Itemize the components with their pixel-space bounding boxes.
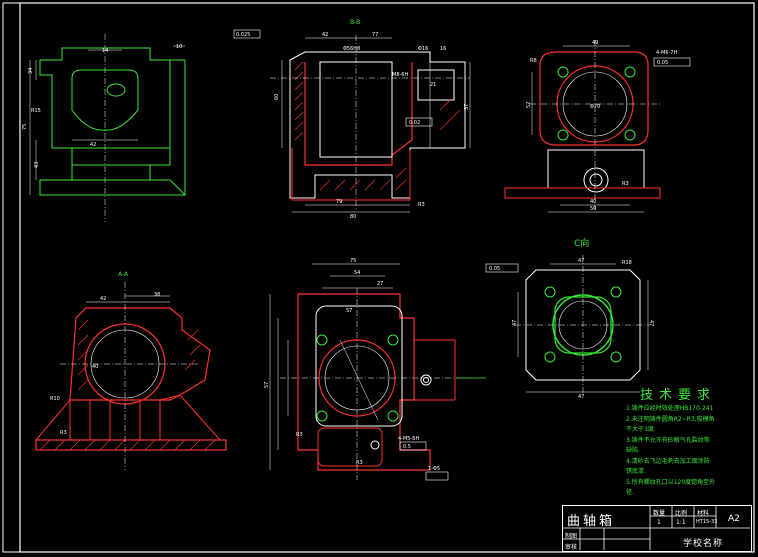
- dim-16: 16: [440, 46, 446, 52]
- drawing-frame: [19, 2, 755, 553]
- dim-phi70: Φ70: [590, 104, 600, 110]
- tech-line-4: 3.铸件不允许有砂眼气孔裂纹等: [626, 436, 710, 444]
- dim-42-aa: 42: [100, 296, 106, 302]
- tech-line-3: 不大于3度.: [626, 426, 656, 433]
- tech-line-8: 5.所有螺纹孔口以120度锪角至外: [626, 478, 716, 486]
- dim-4m6: 4-M6-7H: [656, 50, 677, 56]
- tech-line-9: 径.: [626, 489, 634, 496]
- side-view: [504, 40, 691, 213]
- header-material: 材料: [697, 510, 710, 517]
- dim-80: 80: [350, 214, 356, 220]
- dim-1phi5: 1-Φ5: [428, 466, 440, 472]
- dim-r75: R3: [296, 432, 303, 438]
- dim-42b: 42: [322, 32, 328, 38]
- dim-r8: R8: [530, 58, 537, 64]
- header-qty: 数量: [653, 510, 666, 517]
- tech-line-7: 锈底漆.: [626, 468, 646, 475]
- qty-value: 1: [657, 519, 661, 526]
- dim-phi16: Φ16: [418, 46, 428, 52]
- dim-r5-aa: R3: [60, 430, 67, 436]
- title-block-grid: [562, 505, 750, 550]
- view-c-label: C向: [574, 237, 589, 249]
- dim-67: 47: [648, 320, 654, 326]
- dim-43: 43: [34, 162, 40, 168]
- tech-title: 技术要求: [640, 388, 717, 403]
- checked-label: 审核: [565, 544, 578, 551]
- dim-49: 49: [592, 40, 598, 46]
- dim-21: 21: [430, 82, 436, 88]
- part-name: 曲轴箱: [567, 514, 616, 529]
- tolerance-05: 0.5: [403, 444, 411, 450]
- sheet-size: A2: [728, 514, 740, 524]
- dim-38-aa: 38: [154, 292, 160, 298]
- dim-m8: M8-6H: [392, 72, 408, 78]
- technical-requirements: 技术要求 1.铸件应经时效处理HB170-241 2.未注明铸件圆角R2~R3,…: [626, 388, 754, 499]
- section-bb-view: B-B: [233, 19, 471, 213]
- dim-phi56h8: Φ56H8: [343, 46, 360, 52]
- dim-75: 75: [22, 124, 28, 130]
- dim-14: 14: [102, 48, 108, 54]
- material-value: HT15-33: [696, 519, 718, 525]
- dim-79: 79: [336, 199, 342, 205]
- dim-47-c-left: 47: [512, 320, 518, 326]
- tolerance-005-c: 0.05: [489, 266, 500, 272]
- dim-47-c-bottom: 47: [578, 394, 584, 400]
- dim-77: 77: [372, 32, 378, 38]
- dim-r18: R18: [622, 260, 632, 266]
- dim-37: 37: [464, 104, 470, 110]
- drawn-label: 制图: [565, 533, 578, 540]
- dim-r10-aa: R10: [50, 396, 60, 402]
- dim-52: 52: [526, 102, 532, 108]
- tech-line-2: 2.未注明铸件圆角R2~R3,拔模角: [626, 415, 715, 423]
- title-block: 曲轴箱 数量 比例 材料 1 1:1 HT15-33 A2 制图 审核 学校名称: [562, 505, 752, 552]
- tolerance-0025: 0.025: [236, 32, 250, 38]
- tech-line-6: 4.清砂去飞边毛刺去加工面涂防: [626, 457, 710, 465]
- view-c: C向: [485, 237, 650, 395]
- dim-phi-aa: 40: [92, 364, 98, 370]
- top-view: [269, 263, 486, 481]
- dim-75-top: 75: [350, 258, 356, 264]
- dim-r3-side: R3: [622, 181, 629, 187]
- tech-line-1: 1.铸件应经时效处理HB170-241: [626, 405, 714, 412]
- dim-4m5: 4-M5-6H: [398, 436, 419, 442]
- section-aa-view: A-A: [35, 271, 227, 470]
- dim-54: 54: [354, 270, 360, 276]
- dim-27: 27: [377, 281, 383, 287]
- tolerance-005: 0.05: [657, 60, 668, 66]
- section-bb-label: B-B: [350, 19, 360, 26]
- dim-r3-top: R3: [356, 460, 363, 466]
- header-scale: 比例: [675, 510, 688, 517]
- tolerance-002: 0.02: [409, 120, 420, 126]
- dim-50: 50: [590, 206, 596, 212]
- dim-42: 42: [90, 142, 96, 148]
- dim-106: 57: [264, 382, 270, 388]
- dim-r15: R15: [31, 108, 41, 114]
- dim-r3: R3: [418, 202, 425, 208]
- dim-34: 34: [28, 68, 34, 74]
- scale-value: 1:1: [676, 519, 686, 526]
- dim-40: 40: [590, 199, 596, 205]
- section-aa-label: A-A: [118, 271, 129, 278]
- dim-60: 60: [274, 94, 280, 100]
- school-name: 学校名称: [683, 539, 724, 549]
- front-view: [29, 34, 187, 222]
- tech-line-5: 缺陷.: [626, 447, 640, 454]
- dim-47-c: 47: [578, 258, 584, 264]
- dim-10: 10: [176, 44, 182, 50]
- dim-57: 57: [346, 308, 352, 314]
